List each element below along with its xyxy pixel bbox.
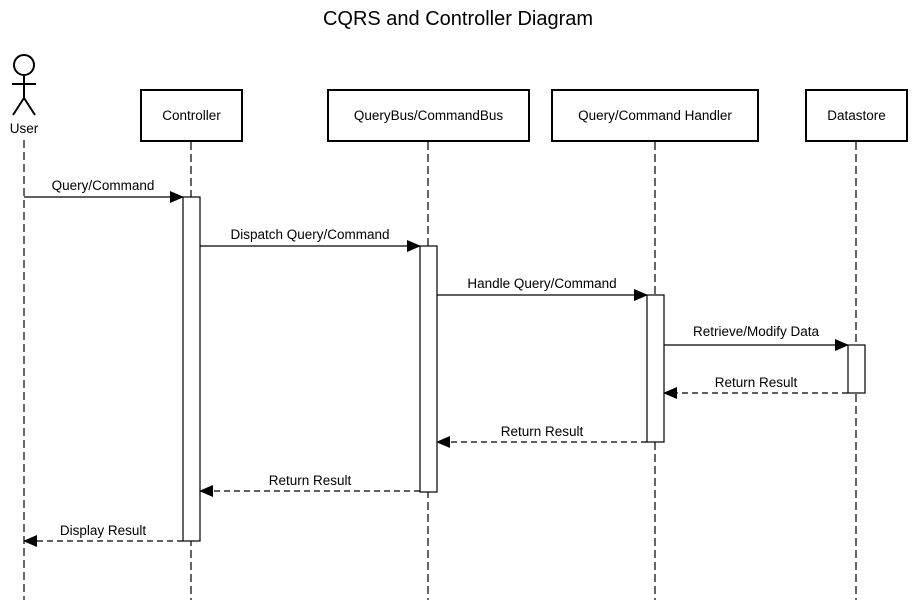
message-return-bus: Return Result	[199, 473, 420, 497]
message-label: Query/Command	[52, 178, 155, 193]
activation-controller	[182, 196, 201, 542]
stick-figure-icon	[12, 54, 36, 116]
participant-datastore: Datastore	[805, 89, 908, 142]
activation-bus	[419, 245, 438, 493]
message-return-datastore: Return Result	[663, 375, 848, 399]
message-label: Display Result	[60, 523, 147, 538]
participant-label: QueryBus/CommandBus	[354, 108, 504, 123]
message-retrieve-modify: Retrieve/Modify Data	[664, 324, 849, 351]
activation-handler	[646, 294, 665, 443]
actor-user: User	[10, 54, 39, 136]
participant-bus: QueryBus/CommandBus	[327, 89, 530, 142]
participant-label: Datastore	[827, 108, 886, 123]
participant-label: Query/Command Handler	[578, 108, 732, 123]
message-label: Handle Query/Command	[467, 276, 616, 291]
participant-handler: Query/Command Handler	[551, 89, 759, 142]
message-label: Return Result	[715, 375, 798, 390]
message-handle: Handle Query/Command	[437, 276, 648, 301]
actor-label: User	[10, 121, 39, 136]
participant-controller: Controller	[140, 89, 243, 142]
participant-label: Controller	[162, 108, 221, 123]
message-query-command: Query/Command	[24, 178, 184, 203]
diagram-title: CQRS and Controller Diagram	[323, 8, 593, 30]
message-dispatch: Dispatch Query/Command	[200, 227, 421, 252]
activation-datastore	[847, 344, 866, 394]
message-display: Display Result	[23, 523, 183, 547]
message-label: Return Result	[269, 473, 352, 488]
message-label: Retrieve/Modify Data	[693, 324, 820, 339]
message-label: Dispatch Query/Command	[230, 227, 389, 242]
message-return-handler: Return Result	[436, 424, 647, 448]
message-label: Return Result	[501, 424, 584, 439]
